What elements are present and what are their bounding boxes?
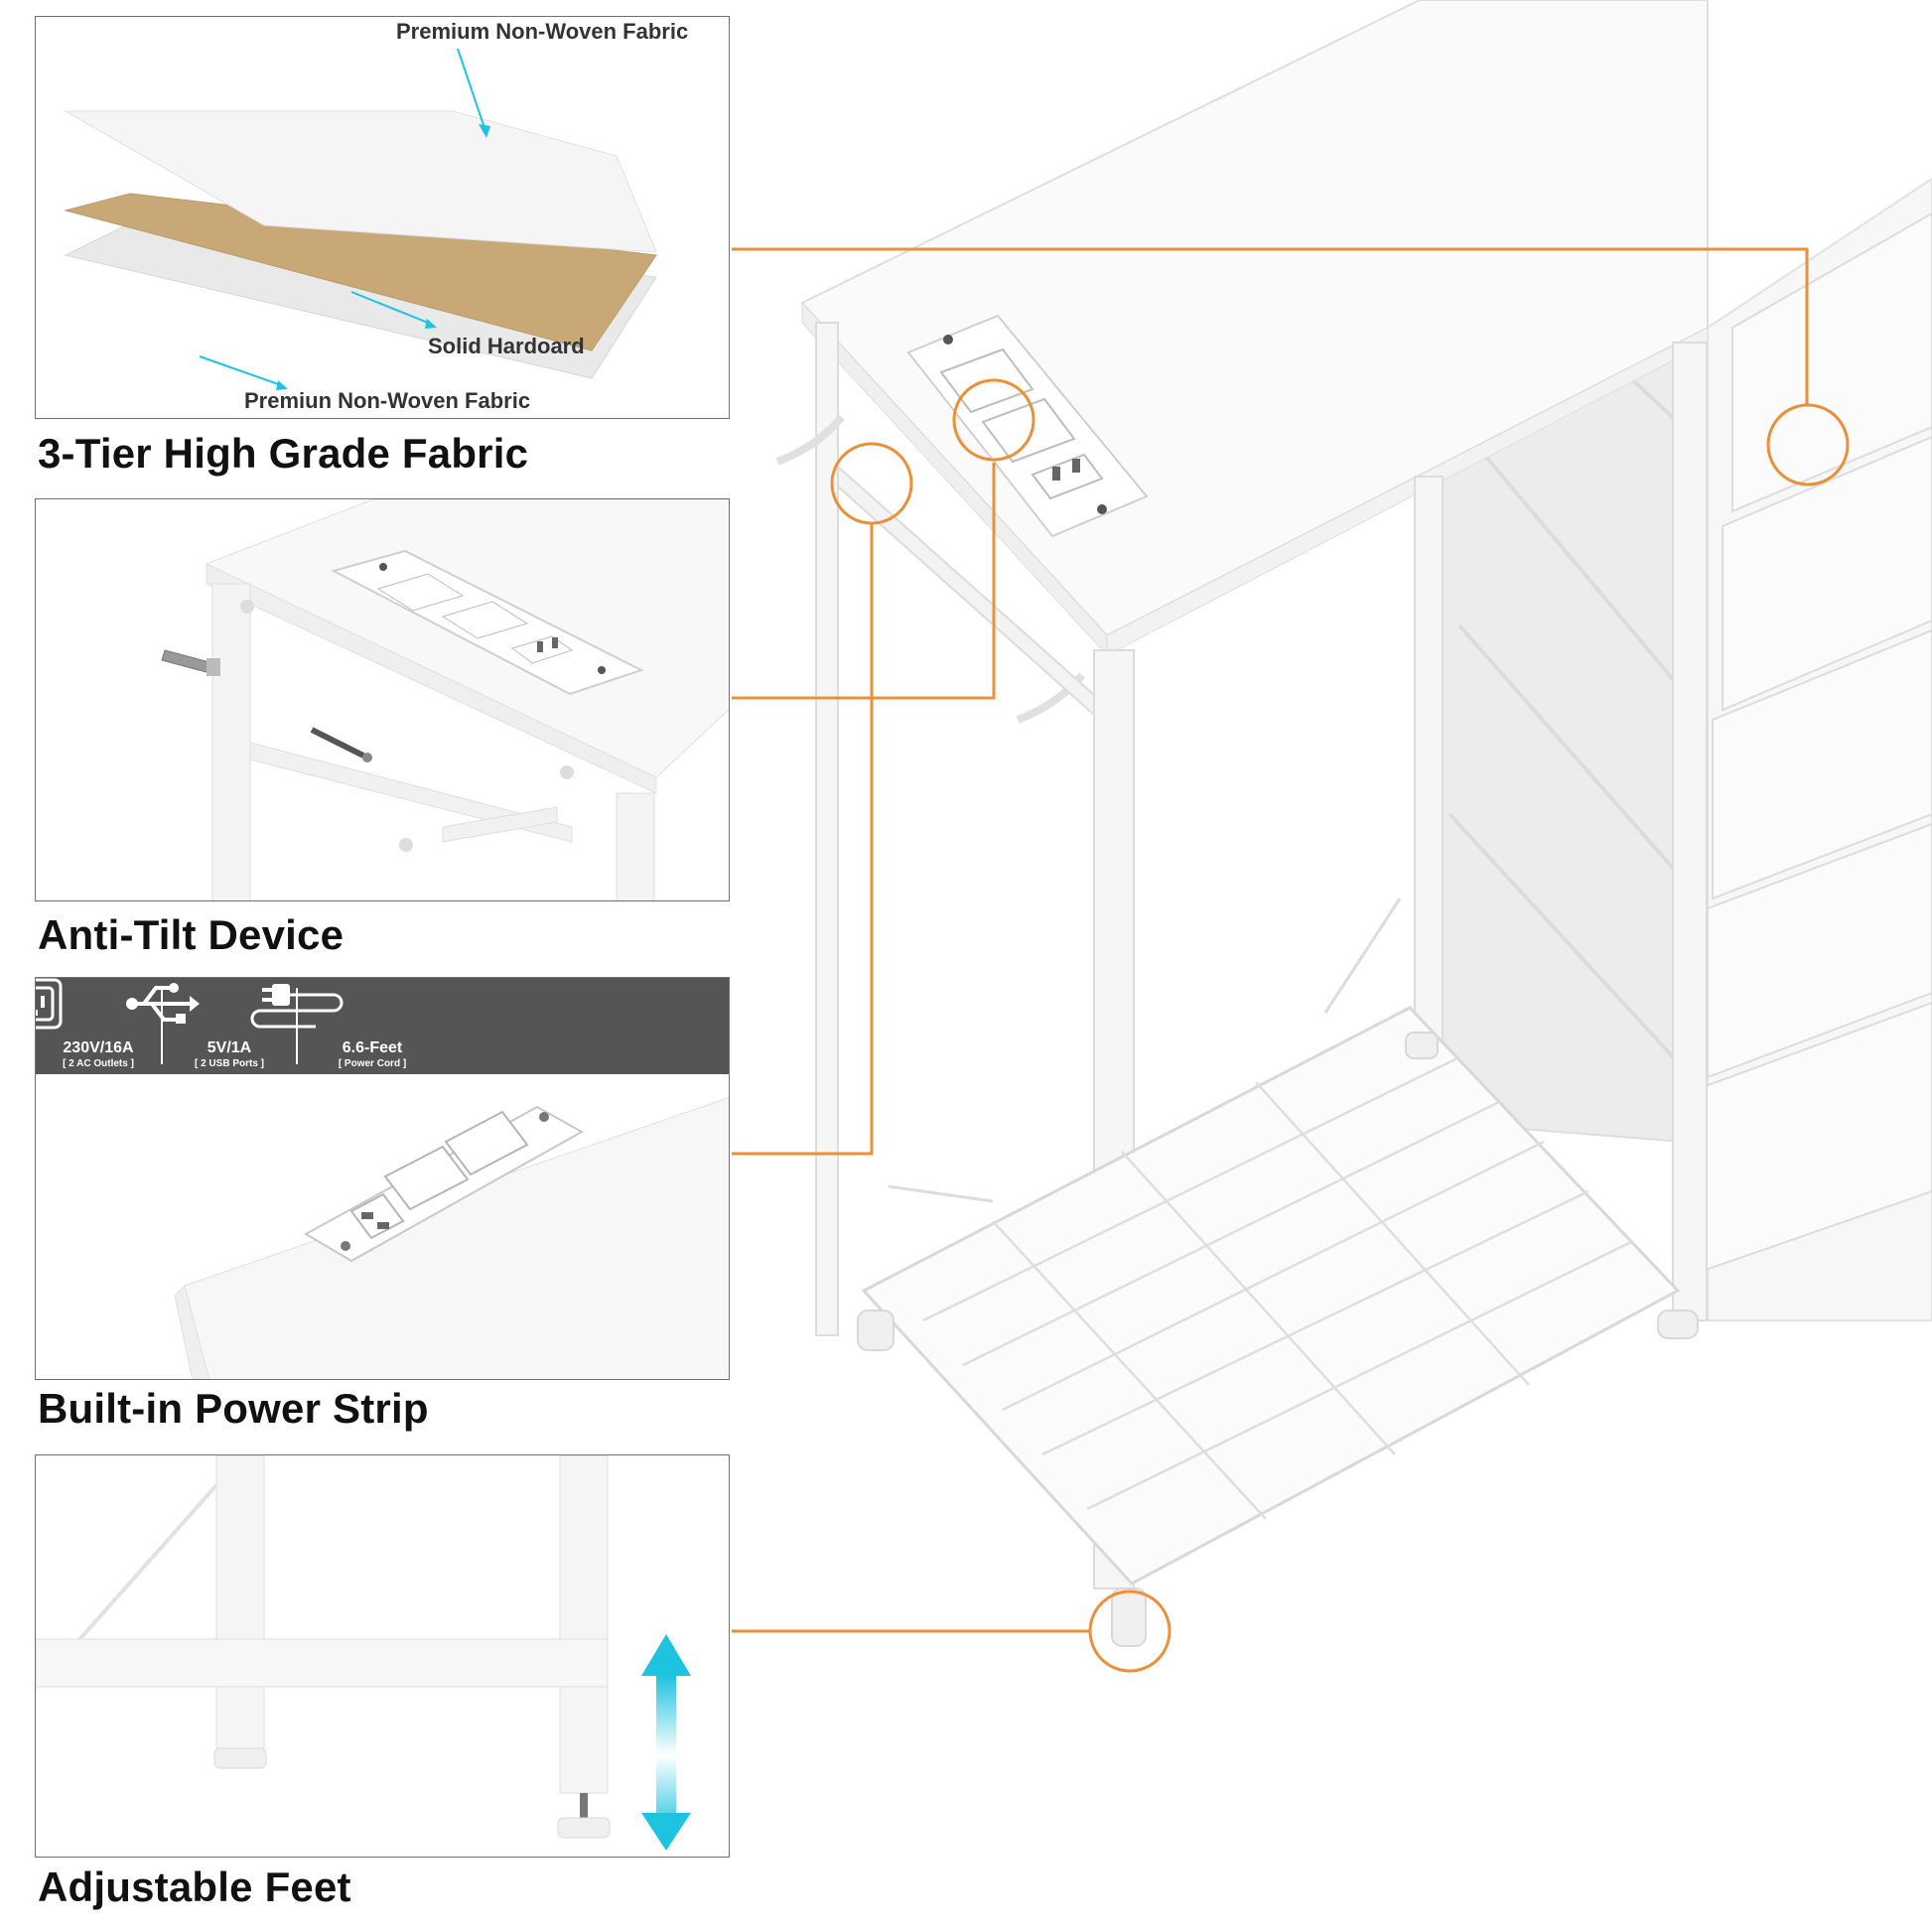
frame-feet <box>857 1032 1699 1647</box>
adjustable-feet-illustration <box>36 1455 691 1851</box>
power-strip-callout-circle <box>952 378 1035 462</box>
spec-divider <box>161 988 163 1064</box>
spec-ac-value: 230V/16A <box>63 1039 134 1056</box>
anti-tilt-panel <box>35 498 730 901</box>
drawer-callout-circle <box>1766 403 1850 486</box>
power-plug-icon <box>250 984 344 1029</box>
power-strip-panel: 230V/16A [ 2 AC Outlets ] 5V/1A [ 2 USB … <box>35 977 730 1380</box>
power-strip-caption: Built-in Power Strip <box>38 1385 429 1432</box>
layer-label-bottom: Premiun Non-Woven Fabric <box>244 388 531 413</box>
adjustable-feet-panel <box>35 1454 730 1858</box>
wire-shelf <box>861 1006 1681 1586</box>
anti-tilt-callout-circle <box>830 442 913 525</box>
callout-circles <box>830 378 1850 1673</box>
fabric-layers-illustration <box>64 48 657 390</box>
spec-usb-note: [ 2 USB Ports ] <box>194 1058 264 1069</box>
feet-callout-circle <box>1088 1589 1172 1673</box>
spec-usb-value: 5V/1A <box>207 1039 252 1056</box>
spec-cord-note: [ Power Cord ] <box>338 1058 407 1069</box>
power-strip <box>906 314 1149 538</box>
anti-tilt-caption: Anti-Tilt Device <box>38 911 345 958</box>
height-adjust-arrow-icon <box>641 1634 691 1851</box>
ac-outlet-icon <box>36 978 63 1030</box>
spec-ac-note: [ 2 AC Outlets ] <box>63 1058 134 1069</box>
fabric-caption: 3-Tier High Grade Fabric <box>38 430 529 477</box>
anti-tilt-illustration <box>161 499 729 900</box>
fabric-layers-panel: Premium Non-Woven Fabric Solid Hardoard … <box>35 16 730 419</box>
adjustable-feet-caption: Adjustable Feet <box>38 1863 351 1910</box>
spec-bar: 230V/16A [ 2 AC Outlets ] 5V/1A [ 2 USB … <box>36 978 729 1074</box>
callout-lines <box>732 247 1809 1633</box>
spec-usb-ports: 5V/1A [ 2 USB Ports ] <box>126 978 296 1074</box>
spec-power-cord: 6.6-Feet [ Power Cord ] <box>250 978 447 1074</box>
wall-anchor-icon <box>161 649 220 676</box>
layer-label-top: Premium Non-Woven Fabric <box>396 19 689 44</box>
drawer-cabinet <box>1702 177 1932 1321</box>
usb-icon <box>126 983 200 1024</box>
layer-label-middle: Solid Hardoard <box>428 334 585 358</box>
spec-ac-outlets: 230V/16A [ 2 AC Outlets ] <box>36 978 161 1074</box>
spec-cord-value: 6.6-Feet <box>342 1039 403 1056</box>
power-strip-illustration <box>174 1097 729 1379</box>
screw-icon <box>310 727 372 762</box>
